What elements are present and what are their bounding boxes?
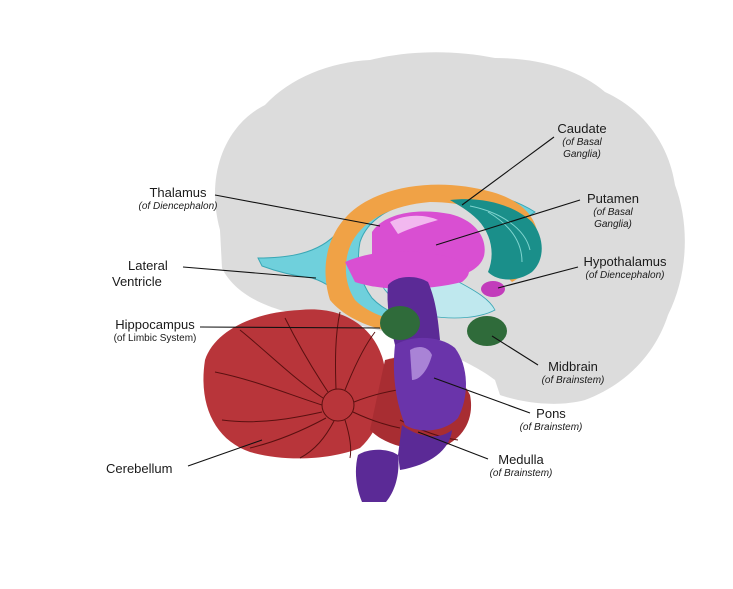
caudate-label: Caudate (of Basal Ganglia) bbox=[550, 121, 614, 161]
medulla-sub: (of Brainstem) bbox=[489, 467, 553, 479]
medulla-label: Medulla (of Brainstem) bbox=[476, 452, 566, 480]
medulla-shape bbox=[398, 425, 452, 470]
pons-name: Pons bbox=[536, 406, 566, 421]
cerebellum-leader bbox=[187, 439, 263, 467]
spinal-cord-shape bbox=[355, 449, 399, 502]
midbrain-sub: (of Brainstem) bbox=[541, 374, 605, 386]
hypothalamus-leader bbox=[497, 266, 579, 289]
midbrain-label: Midbrain (of Brainstem) bbox=[528, 359, 618, 387]
thalamus-sub: (of Diencephalon) bbox=[138, 200, 218, 212]
thalamus-name: Thalamus bbox=[149, 185, 207, 200]
putamen-leader bbox=[435, 199, 581, 246]
thalamus-leader bbox=[214, 194, 381, 227]
midbrain-leader bbox=[491, 335, 539, 366]
hypothalamus-shape bbox=[481, 281, 505, 297]
medulla-leader bbox=[417, 431, 489, 460]
caudate-leader bbox=[461, 136, 555, 206]
midbrain-name: Midbrain bbox=[548, 359, 598, 374]
hypothalamus-sub: (of Diencephalon) bbox=[585, 269, 665, 281]
amygdala-shape bbox=[467, 316, 507, 346]
hippocampus-label: Hippocampus (of Limbic System) bbox=[100, 317, 210, 345]
hypothalamus-label: Hypothalamus (of Diencephalon) bbox=[574, 254, 676, 282]
leader-lines bbox=[182, 136, 581, 467]
pons-leader bbox=[433, 377, 531, 414]
hippocampus-leader bbox=[199, 326, 381, 329]
thalamus-label: Thalamus (of Diencephalon) bbox=[122, 185, 234, 213]
lateral-ventricle-label: Lateral Ventricle bbox=[112, 258, 192, 289]
caudate-sub2: Ganglia) bbox=[563, 148, 601, 160]
cerebellum-shape bbox=[203, 309, 386, 459]
putamen-name: Putamen bbox=[586, 191, 640, 206]
medulla-name: Medulla bbox=[498, 452, 544, 467]
pons-label: Pons (of Brainstem) bbox=[506, 406, 596, 434]
hippocampus-name: Hippocampus bbox=[115, 317, 195, 332]
putamen-sub2: Ganglia) bbox=[594, 218, 632, 230]
lateral-ventricle-line2: Ventricle bbox=[112, 273, 162, 289]
lateral-ventricle-leader bbox=[182, 266, 317, 279]
pons-sub: (of Brainstem) bbox=[519, 421, 583, 433]
hippocampus-shape bbox=[380, 306, 420, 340]
cerebellum-label: Cerebellum bbox=[106, 461, 172, 477]
caudate-sub1: (of Basal bbox=[562, 136, 602, 148]
thalamus-sheen bbox=[390, 215, 438, 234]
thalamus-lower bbox=[345, 251, 469, 289]
lateral-ventricle-line1: Lateral bbox=[128, 258, 168, 273]
cerebellum-folia bbox=[214, 311, 459, 459]
putamen-label: Putamen (of Basal Ganglia) bbox=[580, 191, 646, 231]
cerebellum-name: Cerebellum bbox=[106, 461, 173, 476]
pons-sheen bbox=[410, 347, 432, 380]
caudate-name: Caudate bbox=[557, 121, 607, 136]
hippocampus-sub: (of Limbic System) bbox=[113, 332, 197, 344]
hypothalamus-name: Hypothalamus bbox=[583, 254, 667, 269]
putamen-sub1: (of Basal bbox=[593, 206, 633, 218]
